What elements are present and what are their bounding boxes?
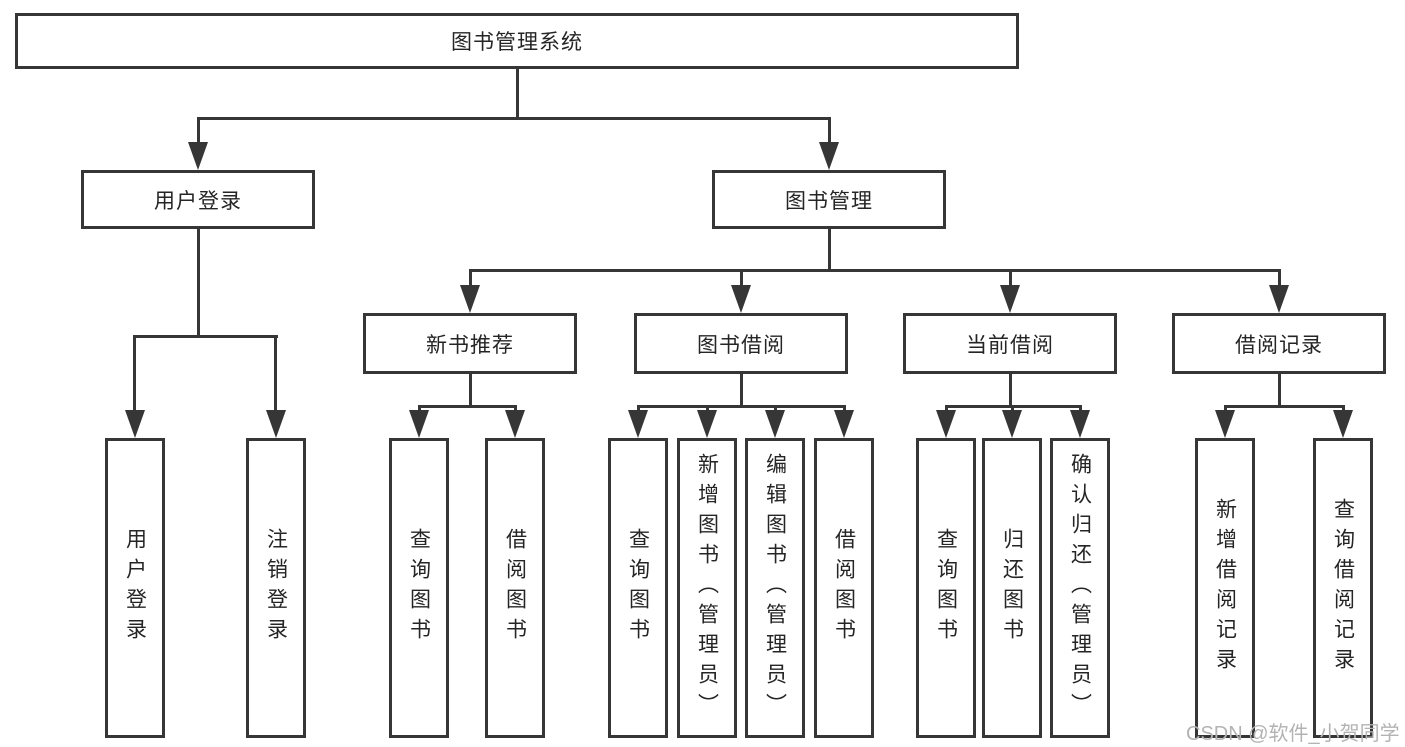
- connector-arrow: [1070, 410, 1090, 438]
- connector-line: [516, 69, 519, 118]
- connector-arrow: [834, 410, 854, 438]
- leaf-borrow-query-label: 查询图书: [626, 528, 650, 648]
- node-user-login-label: 用户登录: [154, 189, 242, 213]
- connector-line: [133, 335, 278, 338]
- node-user-login: 用户登录: [81, 170, 315, 229]
- connector-line: [1009, 374, 1012, 406]
- connector-arrow: [505, 410, 525, 438]
- connector-arrow: [1269, 285, 1289, 313]
- node-borrow-records: 借阅记录: [1172, 313, 1386, 374]
- leaf-current-query: 查询图书: [916, 438, 976, 738]
- connector-line: [828, 229, 831, 272]
- node-root-label: 图书管理系统: [451, 31, 583, 54]
- leaf-current-return-label: 归还图书: [1000, 528, 1024, 648]
- connector-arrow: [819, 142, 839, 170]
- connector-line: [197, 117, 200, 147]
- connector-arrow: [731, 285, 751, 313]
- connector-arrow: [697, 410, 717, 438]
- node-book-borrow-label: 图书借阅: [697, 333, 785, 357]
- connector-arrow: [266, 410, 286, 438]
- leaf-records-add-label: 新增借阅记录: [1213, 498, 1237, 678]
- connector-line: [1278, 374, 1281, 406]
- connector-arrow: [188, 142, 208, 170]
- leaf-borrow-borrow-label: 借阅图书: [832, 528, 856, 648]
- leaf-current-query-label: 查询图书: [934, 528, 958, 648]
- connector-arrow: [125, 410, 145, 438]
- node-borrow-records-label: 借阅记录: [1235, 333, 1323, 357]
- connector-arrow: [765, 410, 785, 438]
- connector-arrow: [936, 410, 956, 438]
- node-new-books: 新书推荐: [363, 313, 577, 374]
- node-current-borrow-label: 当前借阅: [966, 333, 1054, 357]
- connector-arrow: [1002, 410, 1022, 438]
- connector-line: [1009, 269, 1012, 288]
- leaf-user-login-label: 用户登录: [123, 528, 147, 648]
- connector-arrow: [1215, 410, 1235, 438]
- leaf-borrow-edit-admin: 编辑图书（管理员）: [745, 438, 805, 738]
- leaf-current-return: 归还图书: [982, 438, 1042, 738]
- leaf-current-confirm-admin-label: 确认归还（管理员）: [1068, 453, 1092, 723]
- connector-line: [274, 335, 277, 414]
- watermark: CSDN @软件_小贺同学: [1186, 723, 1400, 745]
- connector-line: [133, 335, 136, 414]
- connector-line: [637, 405, 846, 408]
- node-book-borrow: 图书借阅: [634, 313, 848, 374]
- connector-line: [740, 374, 743, 406]
- connector-line: [469, 374, 472, 406]
- leaf-newbooks-query-label: 查询图书: [407, 528, 431, 648]
- node-book-mgmt: 图书管理: [712, 170, 946, 229]
- connector-arrow: [1333, 410, 1353, 438]
- leaf-logout-label: 注销登录: [264, 528, 288, 648]
- leaf-records-query: 查询借阅记录: [1313, 438, 1373, 738]
- leaf-borrow-query: 查询图书: [608, 438, 668, 738]
- node-book-mgmt-label: 图书管理: [785, 189, 873, 213]
- leaf-borrow-add-admin-label: 新增图书（管理员）: [695, 453, 719, 723]
- node-new-books-label: 新书推荐: [426, 333, 514, 357]
- connector-arrow: [409, 410, 429, 438]
- connector-line: [828, 117, 831, 147]
- leaf-current-confirm-admin: 确认归还（管理员）: [1050, 438, 1110, 738]
- leaf-newbooks-query: 查询图书: [389, 438, 449, 738]
- leaf-borrow-borrow: 借阅图书: [814, 438, 874, 738]
- leaf-newbooks-borrow-label: 借阅图书: [503, 528, 527, 648]
- connector-line: [418, 405, 517, 408]
- leaf-borrow-edit-admin-label: 编辑图书（管理员）: [763, 453, 787, 723]
- leaf-logout: 注销登录: [246, 438, 306, 738]
- leaf-records-add: 新增借阅记录: [1195, 438, 1255, 738]
- leaf-user-login: 用户登录: [105, 438, 165, 738]
- connector-line: [740, 269, 743, 288]
- connector-arrow: [1000, 285, 1020, 313]
- leaf-records-query-label: 查询借阅记录: [1331, 498, 1355, 678]
- connector-line: [469, 269, 472, 288]
- connector-line: [469, 269, 1281, 272]
- leaf-borrow-add-admin: 新增图书（管理员）: [677, 438, 737, 738]
- connector-arrow: [460, 285, 480, 313]
- node-root: 图书管理系统: [15, 13, 1019, 69]
- node-current-borrow: 当前借阅: [903, 313, 1117, 374]
- connector-line: [1278, 269, 1281, 288]
- connector-line: [1224, 405, 1345, 408]
- leaf-newbooks-borrow: 借阅图书: [485, 438, 545, 738]
- connector-line: [197, 229, 200, 338]
- connector-line: [197, 117, 831, 120]
- connector-arrow: [628, 410, 648, 438]
